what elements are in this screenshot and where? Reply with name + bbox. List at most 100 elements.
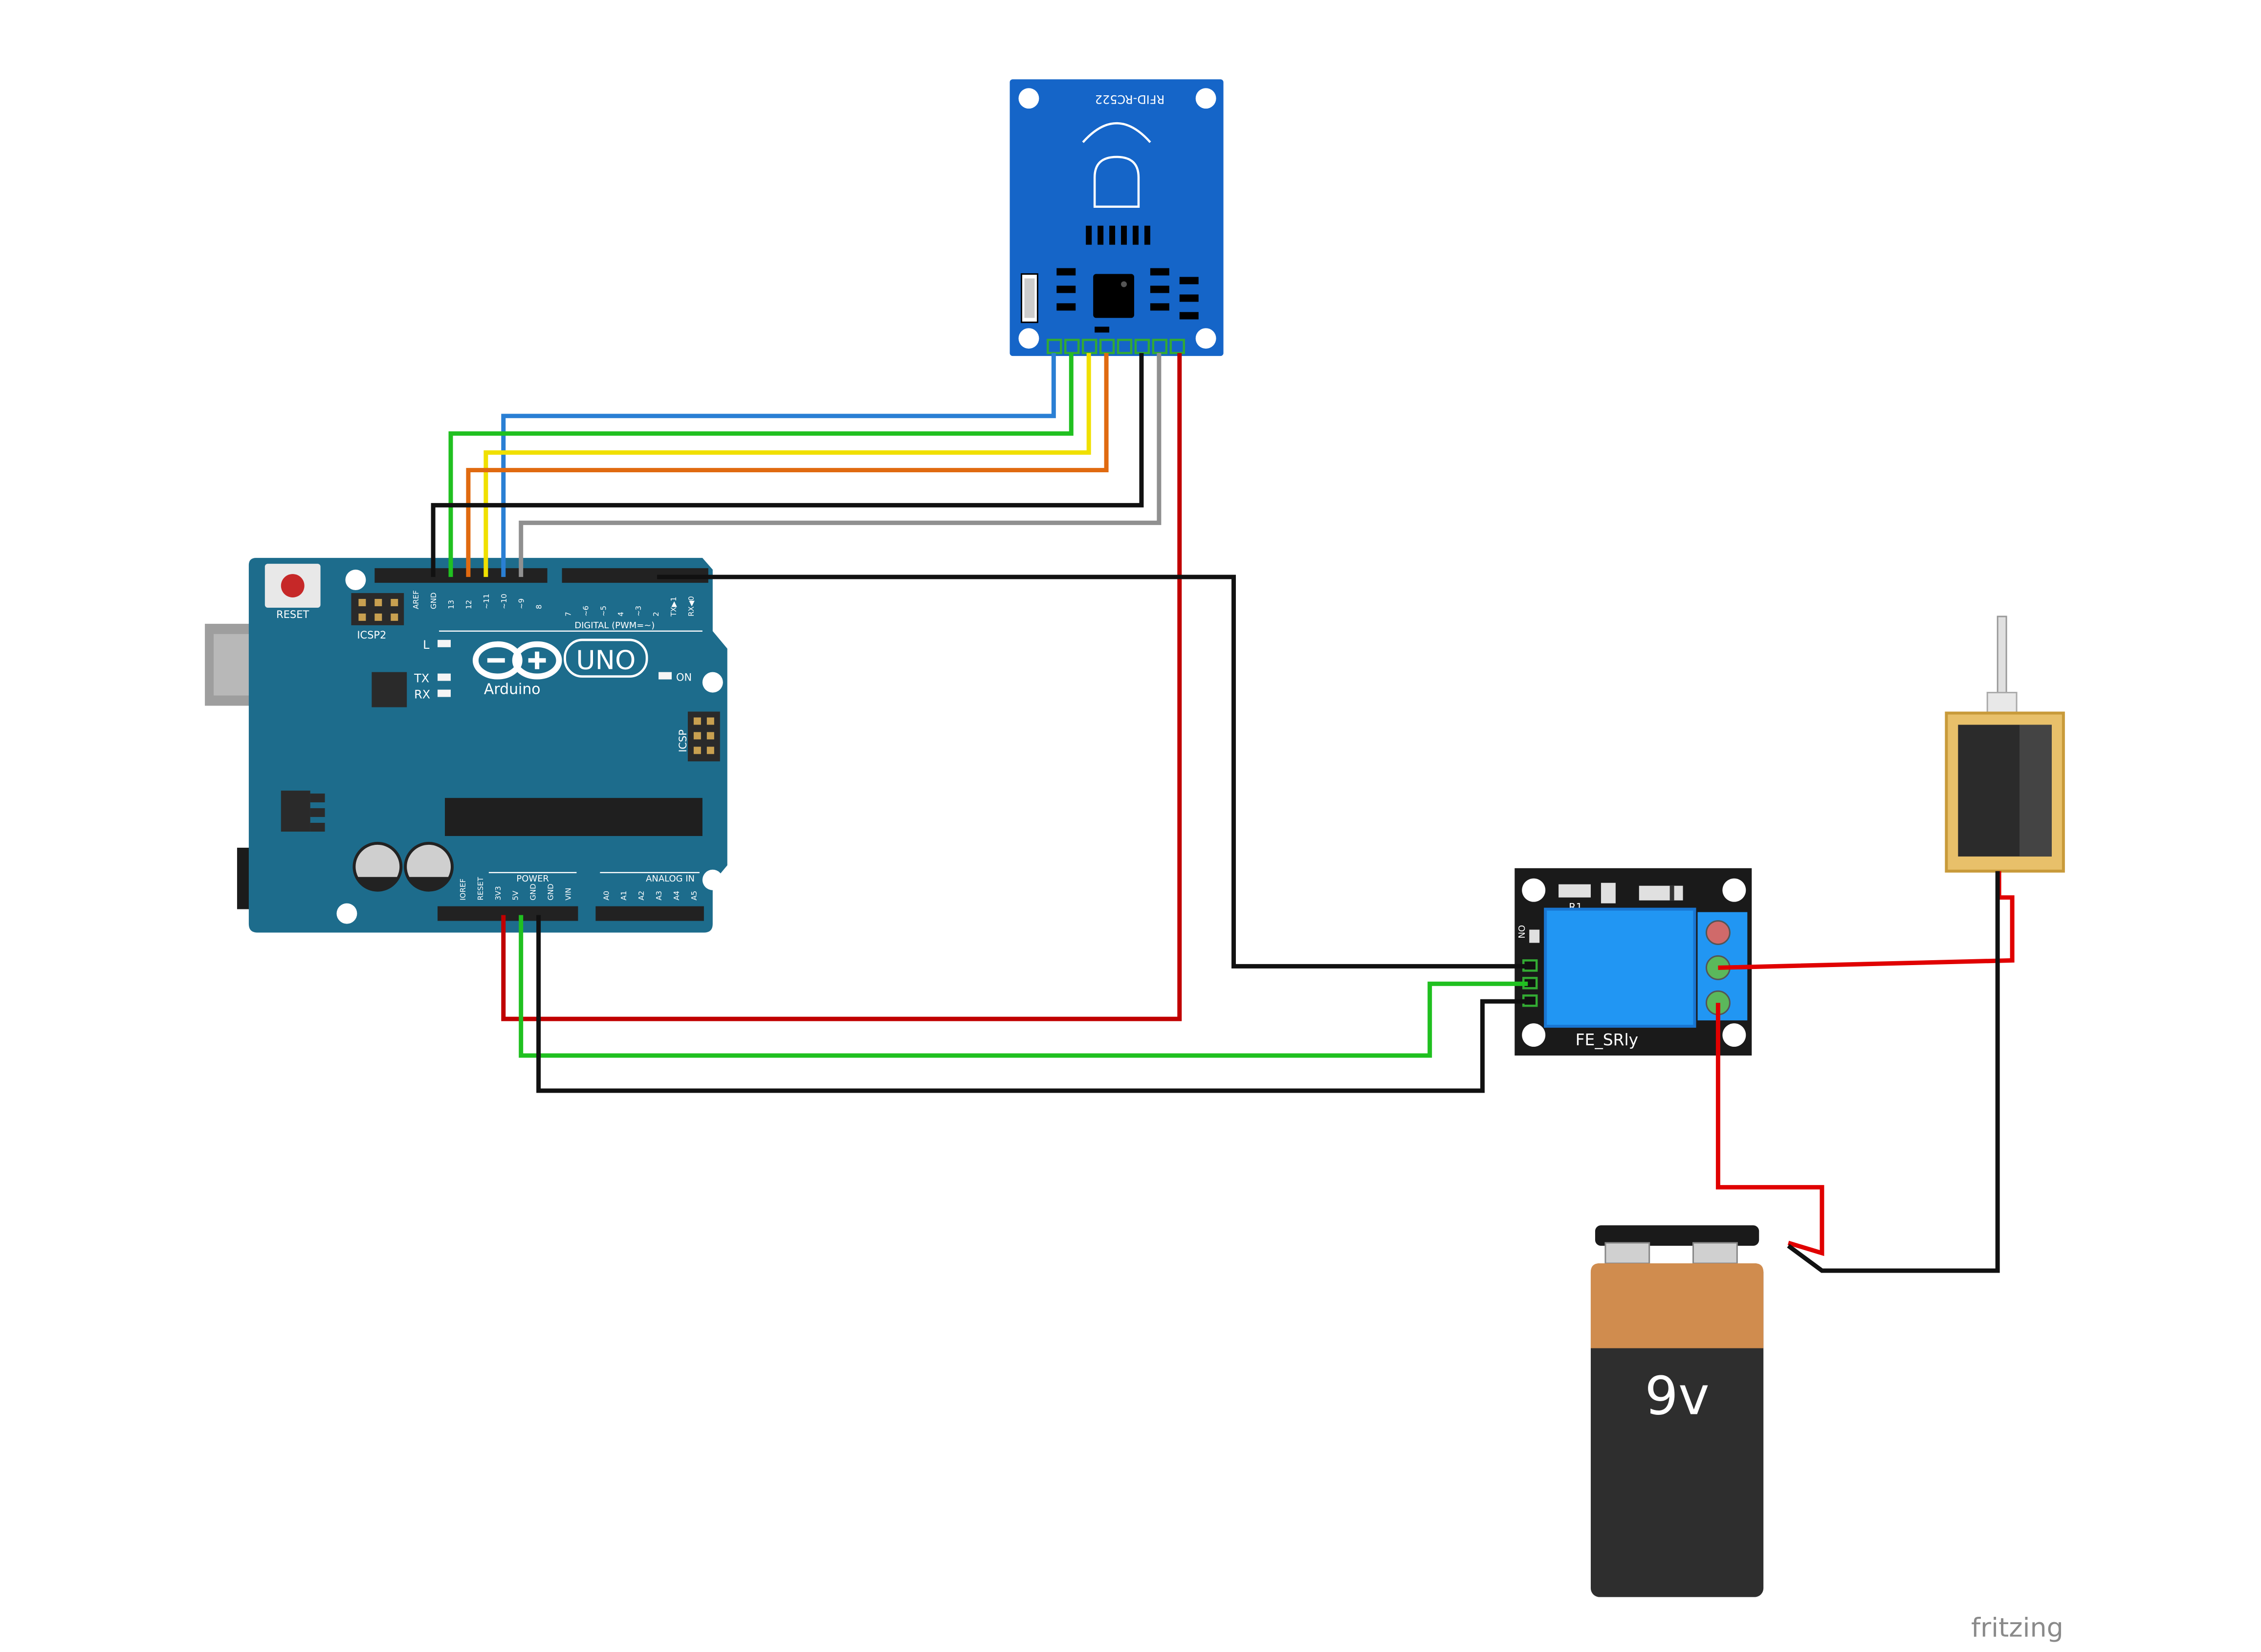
analog-pin-label: A0 [602, 891, 611, 901]
digital-pin-label: 8 [535, 604, 544, 609]
voltage-regulator [281, 791, 310, 832]
digital-pin-label: 13 [447, 600, 456, 609]
battery-terminal-pos [1692, 1242, 1738, 1264]
arduino-mount-hole [345, 570, 366, 591]
power-header-label: POWER [516, 874, 549, 884]
analog-pin-label: A5 [690, 891, 699, 901]
wire-relay-vcc[interactable] [519, 915, 1528, 1058]
regulator-pin [310, 808, 325, 817]
solenoid-lock[interactable] [1945, 616, 2065, 873]
rfid-components [1056, 268, 1199, 333]
terminal-screw-nc[interactable] [1705, 920, 1731, 945]
battery-9v[interactable]: 9v [1590, 1225, 1764, 1597]
icsp-pins [693, 717, 714, 754]
power-pin-label: 5V [511, 890, 520, 901]
digital-pin-label: ~10 [500, 594, 508, 609]
digital-pin-label: 4 [616, 612, 625, 617]
led-l-label: L [423, 638, 430, 652]
power-pin-label: GND [529, 883, 538, 900]
rfid-label: RFID-RC522 [1095, 92, 1164, 106]
arduino-logo [472, 641, 562, 680]
relay-module[interactable]: R1 NO FE_SRly [1515, 868, 1752, 1056]
power-pin-label: GND [547, 883, 555, 900]
solenoid-plunger [1997, 616, 2007, 698]
digital-pin-label: AREF [412, 590, 420, 609]
capacitor-band [408, 877, 450, 889]
arduino-mount-hole [702, 869, 723, 890]
solenoid-coil-shade [2020, 725, 2052, 857]
regulator-pin [310, 823, 325, 832]
relay-mount-hole [1722, 1023, 1746, 1047]
led-on [659, 672, 672, 680]
relay-mount-hole [1522, 1023, 1546, 1047]
relay-mount-hole [1722, 878, 1746, 902]
wire-solenoid-pos[interactable] [1718, 871, 2015, 970]
usb-chip [372, 672, 407, 707]
power-header [438, 906, 578, 921]
wire-rfid-mosi[interactable] [483, 353, 1091, 577]
digital-pin-label: TX▶1 [669, 597, 678, 617]
wire-rfid-sda[interactable] [501, 353, 1056, 577]
reset-button-cap[interactable] [281, 574, 305, 598]
diode [1639, 885, 1683, 901]
analog-pin-label: A3 [655, 891, 663, 901]
wire-relay-gnd[interactable] [536, 915, 1528, 1093]
power-pin-label: RESET [476, 877, 485, 901]
icsp-header [687, 711, 720, 762]
wire-battery-neg[interactable] [1787, 871, 2000, 1273]
wire-rfid-miso[interactable] [466, 353, 1109, 577]
rfid-antenna-shape [1093, 155, 1140, 208]
power-pin-label: VIN [564, 888, 572, 901]
battery-terminal-neg [1604, 1242, 1650, 1264]
led-tx [438, 673, 451, 681]
digital-header-label: DIGITAL (PWM=~) [574, 620, 655, 631]
analog-header [595, 906, 704, 921]
battery-clip [1595, 1225, 1759, 1246]
wire-rfid-3v3[interactable] [501, 353, 1182, 1021]
battery-copper-top [1590, 1263, 1764, 1348]
rfid-mount-hole [1018, 328, 1039, 349]
digital-pin-label: 12 [464, 600, 473, 609]
icsp2-pins [358, 599, 398, 621]
power-pin-label: IOREF [459, 879, 467, 901]
capacitor-band [357, 877, 398, 889]
resistor-r1 [1559, 884, 1591, 898]
battery-label: 9v [1645, 1366, 1709, 1427]
led-l [438, 639, 451, 647]
led-rx-label: RX [414, 688, 430, 702]
rfid-header[interactable] [1047, 338, 1185, 354]
analog-pin-label: A4 [672, 891, 681, 901]
wire-relay-signal[interactable] [657, 574, 1528, 969]
regulator-pin [310, 793, 325, 803]
rfid-pads [1086, 225, 1150, 245]
digital-pin-label: RX◀0 [687, 596, 696, 617]
no-label: NO [1517, 925, 1527, 939]
rfid-chip [1093, 274, 1134, 318]
wire-rfid-gnd[interactable] [431, 353, 1144, 577]
led-on-label: ON [676, 672, 692, 683]
transistor [1601, 882, 1616, 903]
wire-rfid-sck[interactable] [448, 353, 1074, 577]
rfid-mount-hole [1018, 88, 1039, 109]
wire-battery-pos[interactable] [1715, 1003, 1824, 1256]
relay-mount-hole [1522, 878, 1546, 902]
uno-badge [564, 639, 648, 678]
led-tx-label: TX [414, 672, 429, 685]
relay-led [1529, 929, 1540, 943]
analog-pin-label: A1 [619, 891, 628, 901]
icsp-label: ICSP [677, 729, 689, 752]
digital-pin-label: ~6 [581, 606, 590, 617]
fritzing-watermark: fritzing [1971, 1612, 2063, 1643]
digital-pin-label: 2 [652, 612, 660, 617]
rfid-mount-hole [1195, 88, 1216, 109]
icsp2-label: ICSP2 [357, 629, 386, 641]
digital-pin-label: GND [429, 593, 438, 609]
rfid-module[interactable]: RFID-RC522 [1010, 79, 1224, 356]
digital-pin-label: ~3 [634, 606, 643, 617]
wire-rfid-rst[interactable] [519, 353, 1162, 577]
